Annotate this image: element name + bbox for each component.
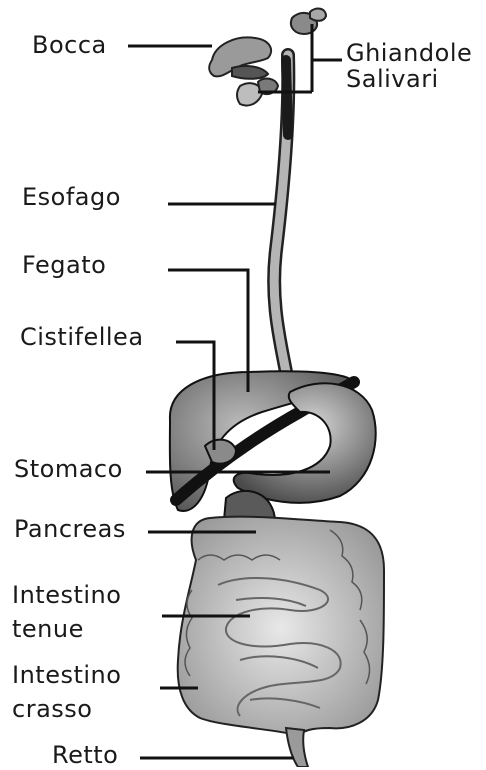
- label-esofago: Esofago: [22, 182, 121, 212]
- label-stomaco: Stomaco: [14, 454, 123, 484]
- large-intestine-shape: [178, 517, 384, 740]
- label-ghiandole-salivari: Ghiandole Salivari: [346, 40, 472, 92]
- label-intestino-tenue: Intestino tenue: [12, 578, 121, 646]
- rectum-shape: [286, 728, 308, 767]
- label-cistifellea: Cistifellea: [20, 322, 144, 352]
- label-retto: Retto: [52, 740, 118, 770]
- mouth-shape: [209, 37, 271, 105]
- label-fegato: Fegato: [22, 250, 106, 280]
- label-intestino-crasso: Intestino crasso: [12, 658, 121, 726]
- label-pancreas: Pancreas: [14, 514, 126, 544]
- label-bocca: Bocca: [32, 30, 107, 60]
